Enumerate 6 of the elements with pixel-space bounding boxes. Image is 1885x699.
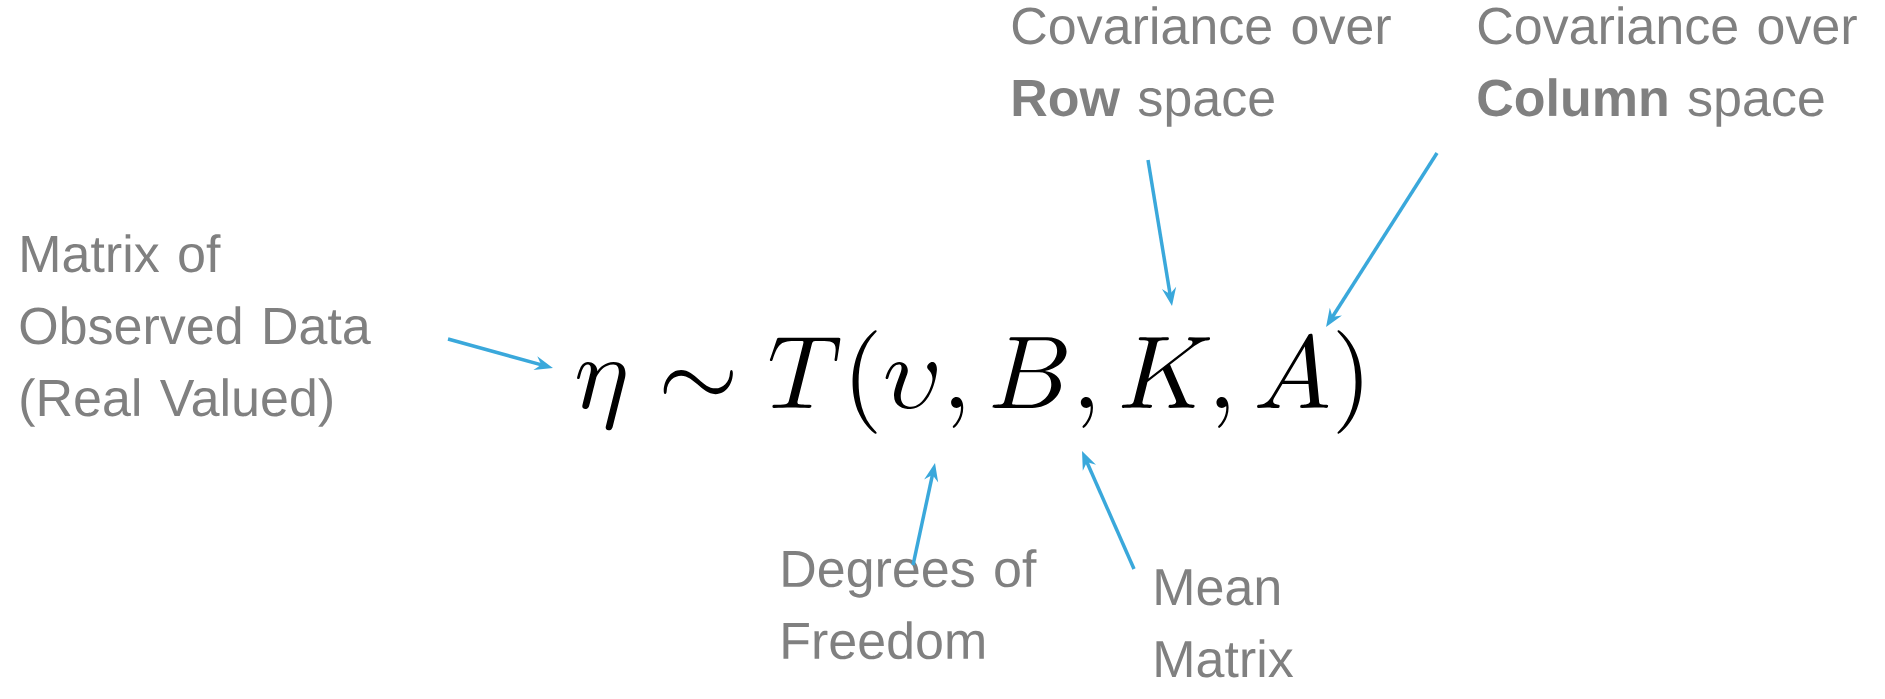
annotation-text: Mean Matrix (1156, 569, 1294, 678)
formula: $\eta \sim T(\upsilon, B, K, A)$ (577, 330, 1362, 434)
annotation-text: Covariance over Column space (1478, 6, 1857, 127)
annotation-text: Matrix of Observed Data (Real Valued) (20, 234, 371, 427)
annotation-text: Degrees of Freedom (783, 549, 1037, 660)
annotation-text: Covariance over Row space (1012, 6, 1391, 127)
